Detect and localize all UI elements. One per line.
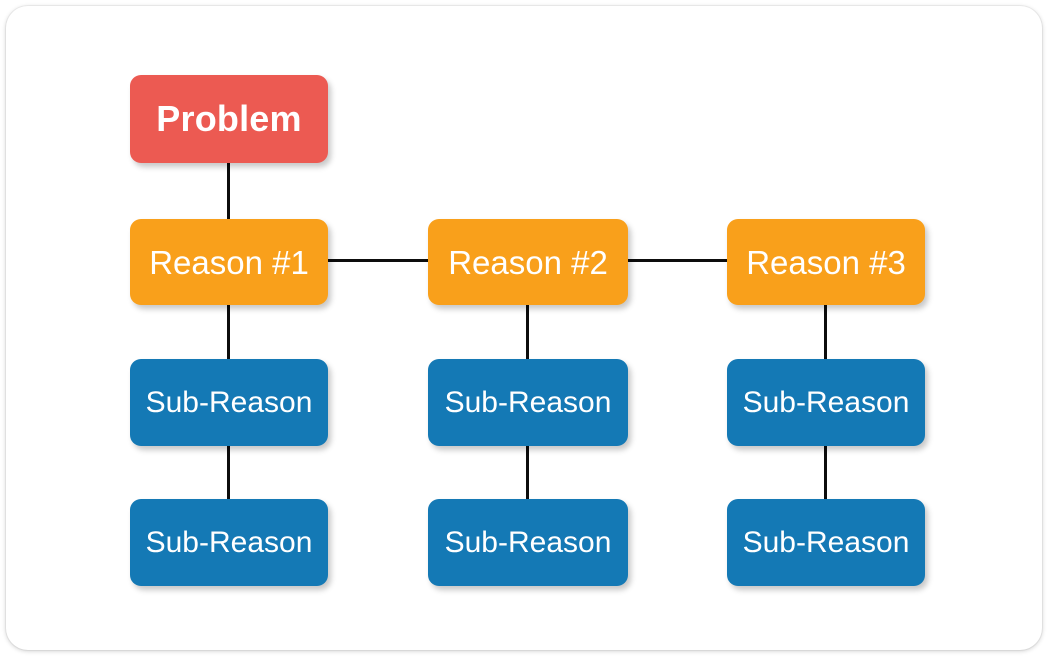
node-label-subreason-1a: Sub-Reason bbox=[145, 385, 313, 419]
node-label-reason-1: Reason #1 bbox=[149, 243, 309, 281]
node-reason-1[interactable]: Reason #1 bbox=[130, 219, 328, 305]
node-label-subreason-2b: Sub-Reason bbox=[444, 525, 612, 559]
edge-sub2a-sub2b bbox=[526, 443, 529, 502]
node-problem[interactable]: Problem bbox=[130, 75, 328, 163]
node-reason-2[interactable]: Reason #2 bbox=[428, 219, 628, 305]
node-label-subreason-3a: Sub-Reason bbox=[742, 385, 910, 419]
edge-reason1-sub1a bbox=[227, 302, 230, 362]
edge-reason2-reason3 bbox=[626, 259, 729, 262]
node-label-reason-2: Reason #2 bbox=[448, 243, 608, 281]
node-subreason-3b[interactable]: Sub-Reason bbox=[727, 499, 925, 586]
node-label-subreason-3b: Sub-Reason bbox=[742, 525, 910, 559]
edge-sub1a-sub1b bbox=[227, 443, 230, 502]
edge-problem-reason1 bbox=[227, 160, 230, 222]
edge-reason1-reason2 bbox=[326, 259, 430, 262]
node-label-subreason-2a: Sub-Reason bbox=[444, 385, 612, 419]
node-subreason-1b[interactable]: Sub-Reason bbox=[130, 499, 328, 586]
node-subreason-3a[interactable]: Sub-Reason bbox=[727, 359, 925, 446]
edge-reason2-sub2a bbox=[526, 302, 529, 362]
edge-reason3-sub3a bbox=[824, 302, 827, 362]
node-label-reason-3: Reason #3 bbox=[746, 243, 906, 281]
node-reason-3[interactable]: Reason #3 bbox=[727, 219, 925, 305]
node-label-problem: Problem bbox=[156, 98, 302, 139]
edge-sub3a-sub3b bbox=[824, 443, 827, 502]
node-subreason-1a[interactable]: Sub-Reason bbox=[130, 359, 328, 446]
node-subreason-2a[interactable]: Sub-Reason bbox=[428, 359, 628, 446]
node-label-subreason-1b: Sub-Reason bbox=[145, 525, 313, 559]
node-subreason-2b[interactable]: Sub-Reason bbox=[428, 499, 628, 586]
